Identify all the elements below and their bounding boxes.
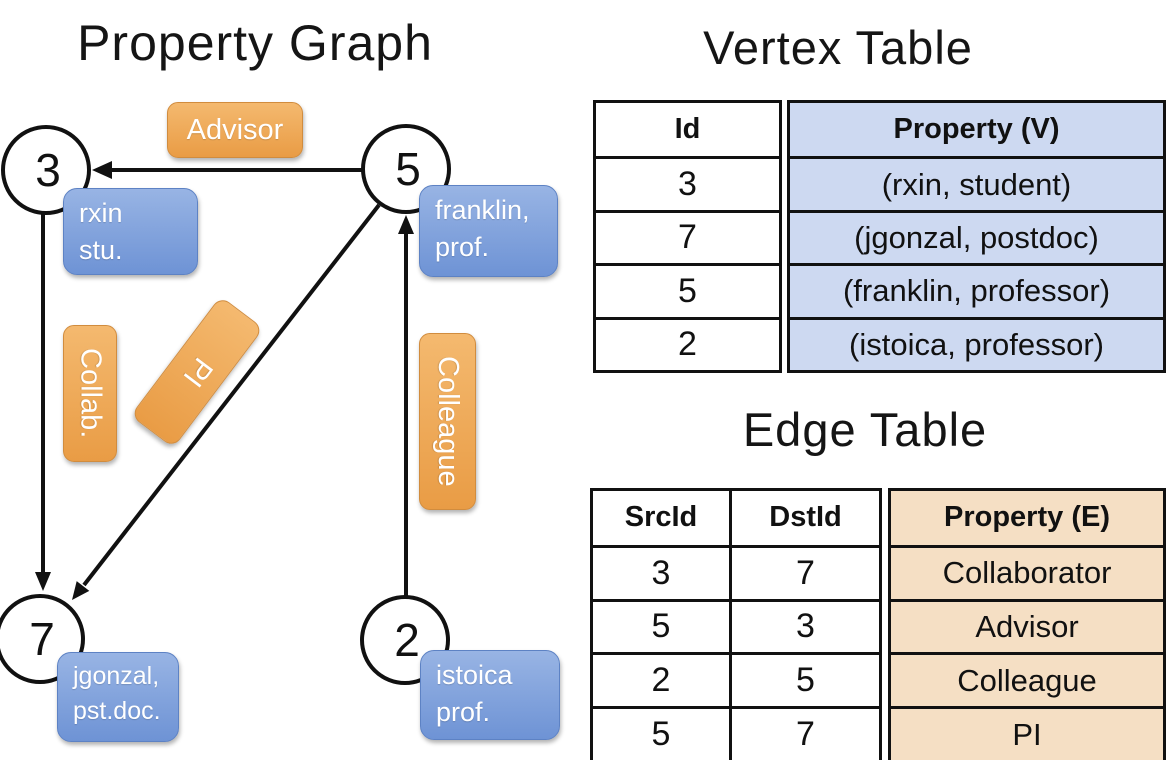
edge-table-dstid-cell: 7	[729, 706, 879, 760]
vertex-label-rxin-role: stu.	[79, 235, 123, 266]
edge-label-colleague: Colleague	[419, 333, 476, 510]
edge-table-property-cell: Colleague	[891, 652, 1163, 707]
vertex-table-property-cell: (istoica, professor)	[790, 316, 1163, 370]
edge-pi-line	[82, 203, 381, 587]
edge-label-collab: Collab.	[63, 325, 117, 462]
edge-pi-arrowhead	[72, 581, 90, 600]
edge-table-property-column: Property (E) Collaborator Advisor Collea…	[888, 488, 1166, 760]
property-graph-title: Property Graph	[77, 15, 433, 71]
vertex-label-franklin-name: franklin,	[435, 195, 530, 225]
vertex-table-property-column: Property (V) (rxin, student) (jgonzal, p…	[787, 100, 1166, 373]
vertex-table-header-property: Property (V)	[790, 103, 1163, 157]
edge-table-header-property: Property (E)	[891, 491, 1163, 545]
node-3-id: 3	[35, 143, 61, 196]
edge-table-property-cell: Collaborator	[891, 544, 1163, 599]
vertex-table-id-cell: 7	[596, 209, 779, 263]
vertex-table-property-cell: (jgonzal, postdoc)	[790, 209, 1163, 264]
edge-table-dstid-cell: 7	[729, 544, 879, 599]
vertex-label-rxin: rxin stu.	[63, 188, 198, 275]
edge-table-id-columns: SrcId DstId 3 7 5 3 2 5 5 7	[590, 488, 882, 760]
vertex-table-title: Vertex Table	[703, 21, 973, 74]
node-5-id: 5	[395, 142, 421, 195]
vertex-label-istoica: istoica prof.	[420, 650, 560, 740]
vertex-table-property-cell: (franklin, professor)	[790, 263, 1163, 317]
edge-table-srcid-cell: 5	[593, 598, 729, 653]
edge-table-header-srcid: SrcId	[624, 501, 698, 534]
node-2-id: 2	[394, 613, 420, 666]
vertex-table-header-id: Id	[674, 113, 701, 146]
vertex-label-jgonzal: jgonzal, pst.doc.	[57, 652, 179, 742]
edge-table-srcid-cell: 2	[593, 652, 729, 706]
edge-table-srcid-cell: 3	[593, 544, 729, 599]
edge-table-title: Edge Table	[742, 403, 988, 456]
vertex-label-istoica-name: istoica	[436, 660, 513, 690]
edge-table-dstid-cell: 3	[729, 598, 879, 653]
edge-label-advisor: Advisor	[167, 102, 303, 158]
vertex-label-rxin-name: rxin	[79, 198, 123, 228]
edge-table-dstid-cell: 5	[729, 652, 879, 707]
edge-advisor-arrowhead	[92, 161, 112, 179]
edge-table-header-dstid: DstId	[729, 491, 879, 545]
edge-table-property-cell: Advisor	[891, 598, 1163, 653]
vertex-table-id-column: Id 3 7 5 2	[593, 100, 782, 373]
edge-table-property-cell: PI	[891, 706, 1163, 760]
edge-colleague-arrowhead	[398, 215, 414, 234]
vertex-label-jgonzal-name: jgonzal,	[73, 662, 160, 690]
vertex-table-id-cell: 5	[596, 263, 779, 316]
vertex-table-id-cell: 3	[596, 156, 779, 209]
vertex-table-property-cell: (rxin, student)	[790, 156, 1163, 210]
edge-collab-arrowhead	[35, 572, 51, 591]
vertex-label-franklin-role: prof.	[435, 232, 490, 263]
vertex-label-jgonzal-role: pst.doc.	[73, 696, 161, 725]
edge-table-srcid-cell: 5	[593, 706, 729, 760]
vertex-table-id-cell: 2	[596, 316, 779, 370]
vertex-label-franklin: franklin, prof.	[419, 185, 558, 277]
vertex-label-istoica-role: prof.	[436, 697, 491, 728]
node-7-id: 7	[29, 612, 55, 665]
